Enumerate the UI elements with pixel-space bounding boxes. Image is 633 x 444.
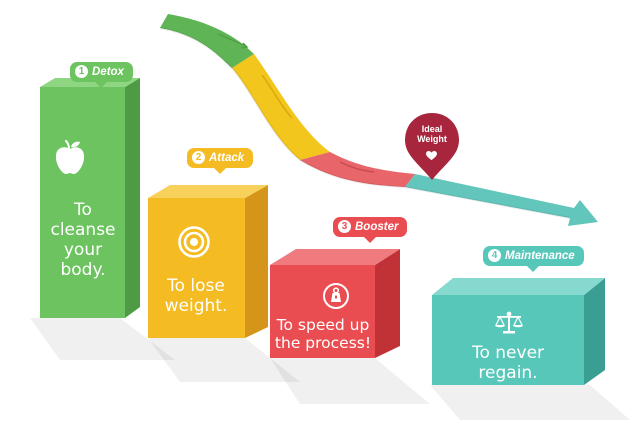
badge-label: Booster	[355, 221, 399, 233]
step-number: 4	[488, 249, 501, 262]
arrow-segment-teal	[405, 174, 598, 226]
progress-arrow	[159, 14, 598, 226]
box-attack	[148, 185, 268, 338]
floor-shadows	[30, 318, 630, 420]
badge-label: Attack	[209, 152, 245, 164]
target-icon	[178, 226, 210, 258]
box-detox	[40, 78, 140, 318]
box-maintenance	[432, 278, 605, 385]
detox-text: To cleanse your body.	[50, 200, 116, 281]
badge-label: Maintenance	[505, 250, 575, 262]
ideal-weight-label: Ideal Weight	[417, 124, 447, 145]
heart-icon	[426, 151, 437, 161]
badge-maintenance: 4 Maintenance	[483, 246, 584, 272]
weight-icon	[323, 283, 349, 309]
badge-detox: 1 Detox	[70, 62, 133, 88]
step-number: 1	[75, 65, 88, 78]
scale-icon	[495, 311, 523, 334]
maintenance-text: To never regain.	[471, 343, 545, 384]
ideal-weight-pin	[405, 113, 459, 180]
badge-attack: 2 Attack	[187, 148, 254, 174]
box-booster	[270, 249, 400, 358]
booster-text: To speed up the process!	[274, 316, 372, 353]
arrow-segment-yellow	[232, 54, 330, 160]
badge-label: Detox	[92, 66, 124, 78]
badge-booster: 3 Booster	[333, 217, 408, 243]
arrow-segment-green	[160, 14, 254, 68]
step-number: 3	[338, 220, 351, 233]
apple-icon	[55, 140, 85, 174]
attack-text: To lose weight.	[164, 276, 228, 317]
step-number: 2	[192, 151, 205, 164]
